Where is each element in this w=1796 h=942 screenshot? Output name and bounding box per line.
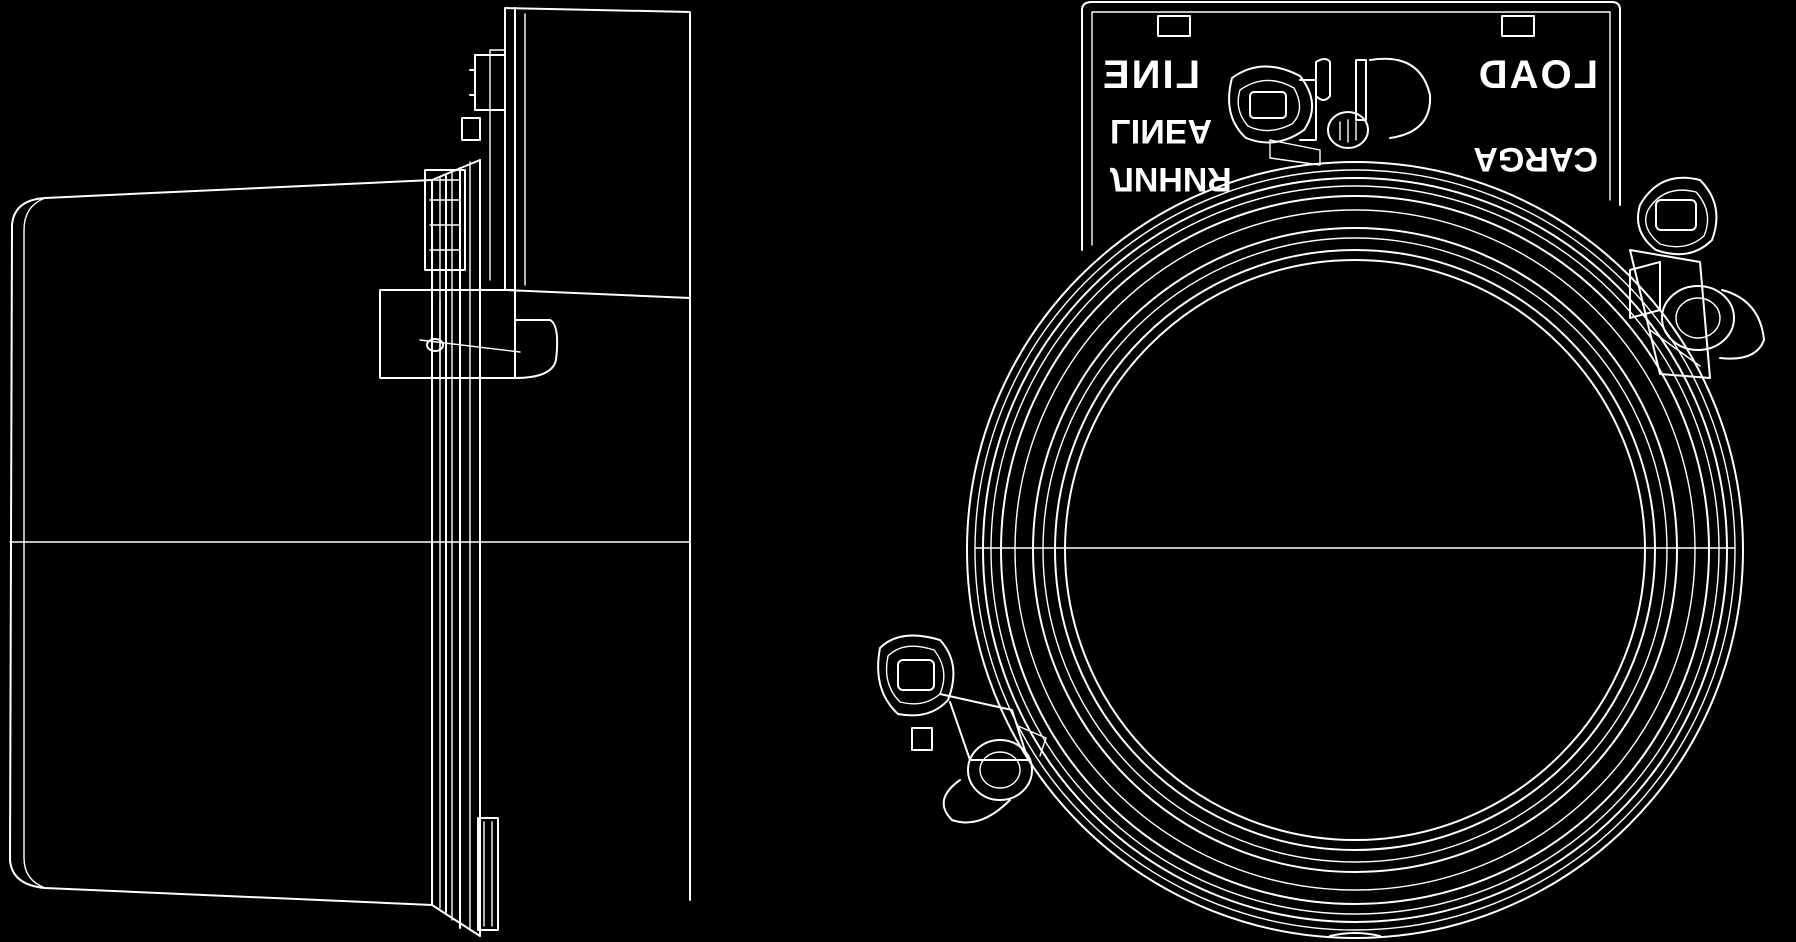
front-ring-6 xyxy=(1014,209,1696,891)
label-line-es: LINEA xyxy=(1110,112,1212,150)
front-view: LOAD CARGA LINE LINEA ЛИНИЯ xyxy=(877,1,1765,939)
side-body-rim xyxy=(23,197,46,889)
front-ring-3 xyxy=(982,177,1728,923)
side-latch-upper xyxy=(424,169,466,271)
side-latch-knob xyxy=(514,319,559,379)
front-ring-5 xyxy=(1000,195,1710,905)
front-ring-8 xyxy=(1042,237,1668,863)
label-load-en: LOAD xyxy=(1477,53,1598,97)
side-latch-bottom xyxy=(477,817,499,931)
side-collar-flange xyxy=(431,159,481,937)
front-ring-1 xyxy=(966,161,1744,939)
label-group-line-flipped: LINEA ЛИНИЯ xyxy=(1110,112,1232,198)
front-latch-right xyxy=(1629,176,1765,379)
front-slot-right xyxy=(1501,15,1535,37)
front-ring-4 xyxy=(990,185,1720,915)
front-slot-left xyxy=(1157,15,1191,37)
side-view xyxy=(9,7,691,937)
label-group-load: LOAD CARGA xyxy=(1473,53,1598,178)
front-label-plate xyxy=(1081,1,1621,251)
label-line-en: LINE xyxy=(1101,53,1200,97)
side-plate-bracket xyxy=(504,7,691,901)
front-ring-inner xyxy=(1064,259,1646,841)
side-latch-pin xyxy=(426,338,444,352)
side-fitting-small xyxy=(461,117,481,141)
front-ring-2 xyxy=(974,169,1736,931)
front-label-plate-inner xyxy=(1091,11,1611,246)
side-latch-upper-detail xyxy=(429,179,461,251)
front-bottom-nub xyxy=(1329,932,1381,937)
front-ring-7 xyxy=(1032,227,1678,873)
front-latch-top xyxy=(1228,57,1432,166)
label-group-line: LINE xyxy=(1101,53,1200,97)
front-ring-9 xyxy=(1054,249,1656,851)
side-fitting-top xyxy=(469,54,506,111)
label-line-ru: ЛИНИЯ xyxy=(1110,160,1232,198)
label-load-es: CARGA xyxy=(1473,140,1598,178)
side-latch-bottom-detail xyxy=(483,821,493,927)
front-latch-left xyxy=(877,634,1047,824)
side-latch-block xyxy=(379,289,516,379)
side-plate-inner xyxy=(489,13,526,286)
side-latch-detail xyxy=(419,291,521,379)
